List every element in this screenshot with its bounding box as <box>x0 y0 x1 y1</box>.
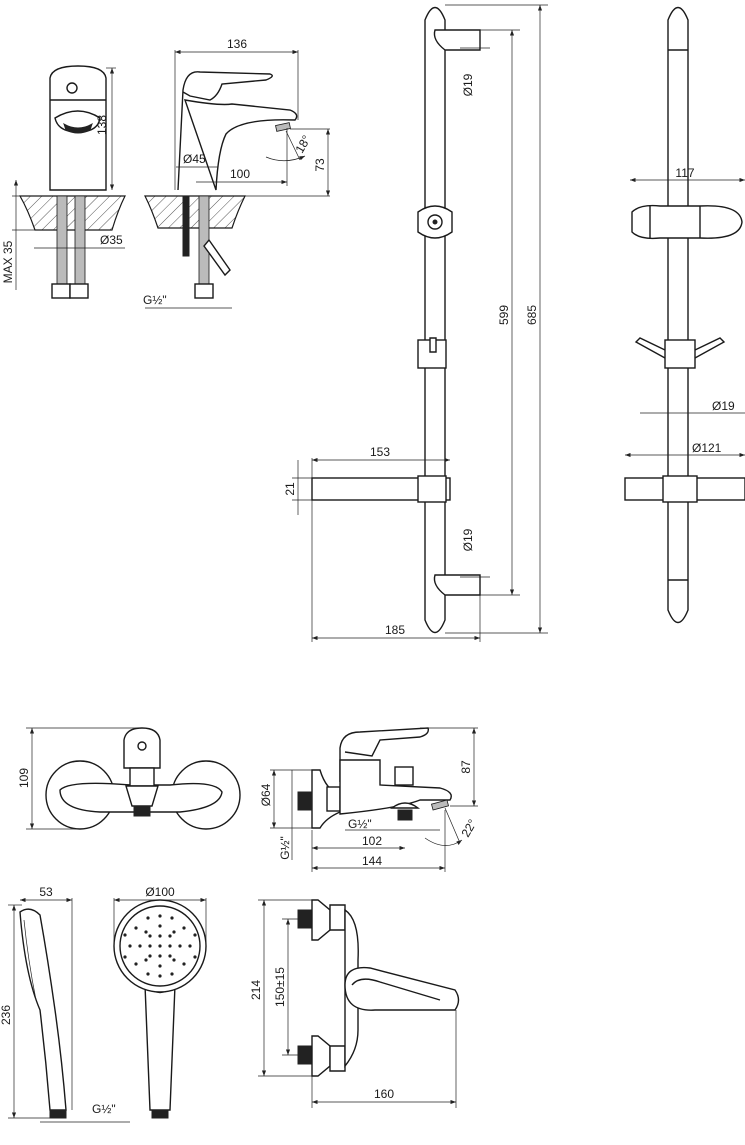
dim-spout-angle: 18° <box>292 133 313 156</box>
dim-outlet-connection: G½" <box>348 817 372 831</box>
dim-max-counter: MAX 35 <box>1 240 15 283</box>
dim-dish-height: 21 <box>283 482 297 496</box>
dim-flange-diameter: Ø64 <box>259 783 273 806</box>
dim-top-bracket-diameter: Ø19 <box>461 73 475 96</box>
dim-bath-total-depth: 144 <box>362 854 382 868</box>
dim-basin-width: 136 <box>227 37 247 51</box>
bath-mixer-top-view: 214 150±15 160 <box>249 899 460 1108</box>
spray-nozzles <box>123 914 197 978</box>
dim-basin-height: 138 <box>95 115 109 135</box>
dim-hand-shower-length: 236 <box>0 1005 13 1025</box>
dim-inlet-connection: G½" <box>278 836 292 860</box>
shower-rail-front-view: Ø19 599 685 153 21 Ø19 185 <box>283 4 548 642</box>
dim-bath-front-height: 109 <box>17 768 31 788</box>
basin-mixer-front-view: 138 MAX 35 Ø35 <box>1 65 126 299</box>
dim-bath-spout-reach: 102 <box>362 834 382 848</box>
dim-hand-shower-depth: 53 <box>39 885 53 899</box>
dim-slider-width: 117 <box>675 166 694 180</box>
dim-rail-inner-length: 599 <box>497 305 511 325</box>
dim-top-width-total: 214 <box>249 980 263 1000</box>
dim-dish-width: 153 <box>370 445 390 459</box>
dim-wall-offset: 185 <box>385 623 405 637</box>
dim-top-depth: 160 <box>374 1087 394 1101</box>
shower-rail-side-view: 117 Ø19 Ø121 <box>624 6 745 624</box>
bath-mixer-front-view: 109 <box>17 727 241 830</box>
dim-hole-diameter: Ø35 <box>100 233 123 247</box>
dim-hand-shower-connection: G½" <box>92 1102 116 1116</box>
hand-shower-side-view: 53 236 G½" <box>0 885 130 1123</box>
dim-bath-height: 87 <box>459 760 473 774</box>
dim-bath-spout-angle: 22° <box>458 817 479 840</box>
dim-spout-height: 73 <box>313 158 327 172</box>
hand-shower-front-view: Ø100 <box>113 885 207 1119</box>
dim-dish-diameter: Ø121 <box>692 441 722 455</box>
dim-rail-total-length: 685 <box>525 305 539 325</box>
dim-spout-reach: 100 <box>230 167 250 181</box>
dim-base-diameter: Ø45 <box>183 152 206 166</box>
dim-center-distance: 150±15 <box>273 967 287 1007</box>
dim-head-diameter: Ø100 <box>145 885 175 899</box>
dim-basin-connection: G½" <box>143 293 167 307</box>
dim-rod-diameter: Ø19 <box>712 399 735 413</box>
dim-bottom-bracket-diameter: Ø19 <box>461 528 475 551</box>
basin-mixer-side-view: 136 Ø45 100 73 18° G½" <box>143 37 331 309</box>
bath-mixer-side-view: Ø64 87 G½" 102 144 22° G½" <box>259 727 480 872</box>
